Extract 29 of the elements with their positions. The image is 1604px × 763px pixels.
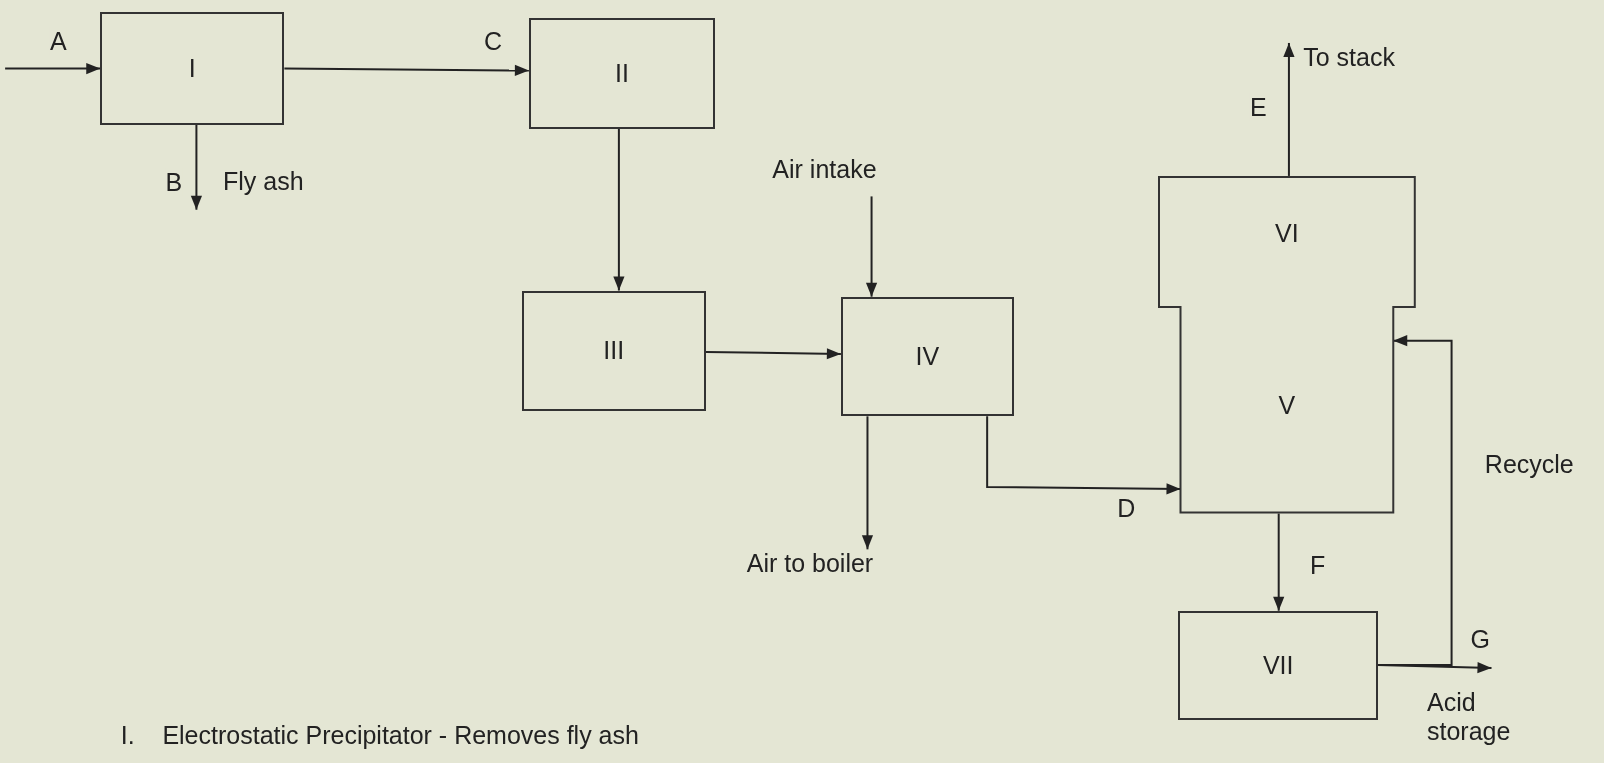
arrow — [190, 123, 202, 211]
arrow — [283, 64, 530, 77]
stream-label: Fly ash — [223, 166, 304, 195]
arrow — [1273, 512, 1285, 612]
arrow — [986, 415, 1182, 495]
unit-number: VII — [1262, 650, 1294, 680]
unit-number: V — [1278, 390, 1296, 420]
process-box — [1178, 610, 1378, 721]
arrow — [861, 415, 874, 551]
stream-label: Air intake — [772, 155, 877, 184]
unit-number: VI — [1275, 218, 1299, 248]
arrow — [865, 195, 878, 298]
unit-number: III — [603, 336, 625, 366]
unit-number: IV — [915, 342, 940, 371]
stream-label: Air to boiler — [746, 549, 874, 578]
process-box — [100, 12, 285, 125]
stream-label: To stack — [1303, 42, 1395, 71]
process-box — [528, 18, 716, 129]
stream-label: Acid storage — [1427, 688, 1511, 746]
arrow — [613, 127, 625, 292]
arrow — [1376, 335, 1453, 666]
legend-note: I. Electrostatic Precipitator - Removes fly ash — [120, 721, 639, 751]
process-box — [840, 296, 1014, 417]
unit-number: II — [615, 59, 629, 89]
arrow — [704, 348, 842, 360]
arrow — [1283, 41, 1295, 177]
arrow — [4, 62, 102, 75]
process-box — [521, 290, 706, 412]
unit-number: I — [188, 54, 196, 83]
